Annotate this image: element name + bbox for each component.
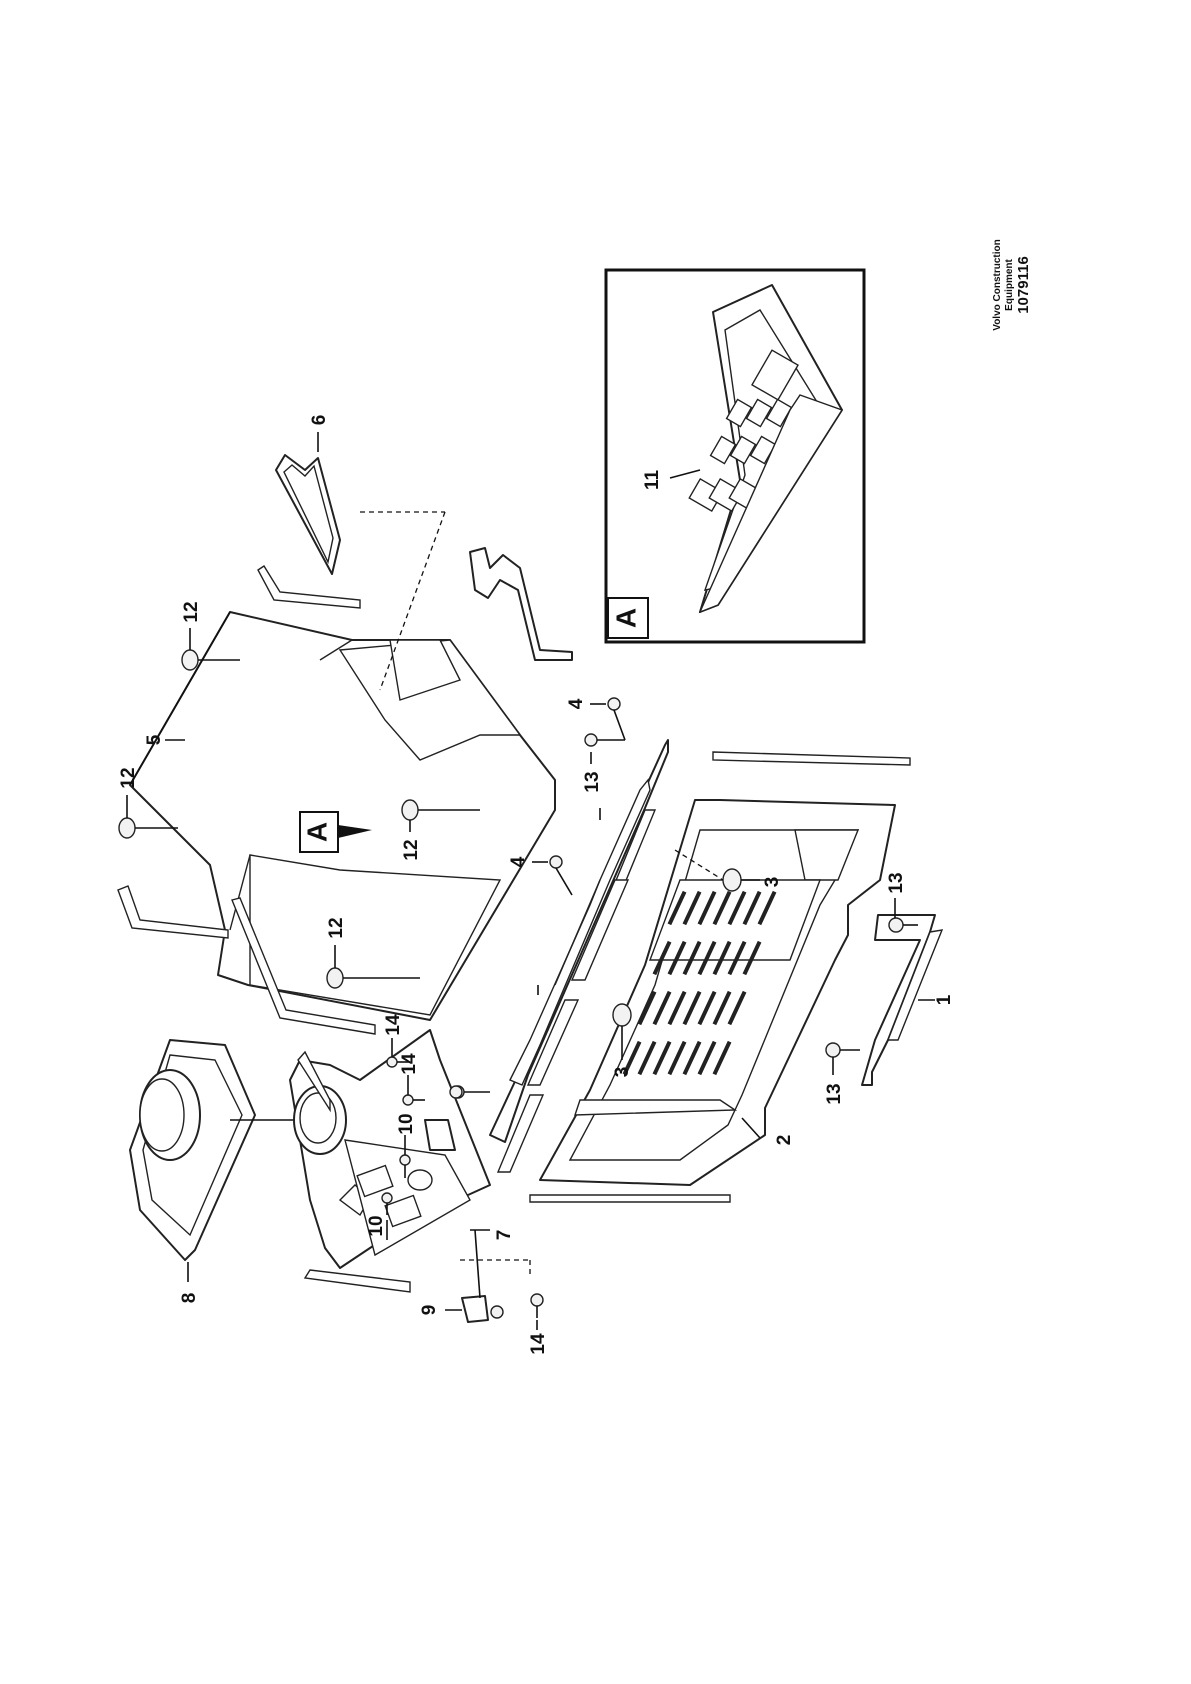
part-5-hood-panel	[129, 611, 556, 1021]
callout-2: 2	[774, 1135, 795, 1146]
part-11-tray	[688, 284, 844, 614]
part-12-buffers	[118, 649, 480, 989]
callout-12d: 12	[326, 917, 347, 938]
brand-division: Equipment	[1004, 259, 1015, 311]
callout-14c: 14	[528, 1333, 549, 1355]
shroud-seal-strips	[297, 1050, 411, 1293]
part-9-callout: 9	[419, 1305, 440, 1316]
part-8-callout: 8	[179, 1262, 200, 1303]
callout-14a: 14	[383, 1014, 404, 1036]
inset-marker-label: A	[610, 608, 641, 628]
brand-name: Volvo Construction	[992, 239, 1003, 330]
callout-12c: 12	[401, 839, 422, 860]
detail-inset-a: A 11	[604, 268, 866, 644]
part-1-13-callouts: 13 13 1	[824, 872, 955, 1104]
callout-3a: 3	[762, 877, 783, 888]
brand-credit: Volvo Construction Equipment 1079116	[992, 239, 1032, 330]
bar-strips	[496, 751, 911, 1203]
callout-10b: 10	[366, 1215, 387, 1236]
part-6-callout: 6	[309, 415, 330, 452]
part-12-callouts: 12 12 12 12	[118, 601, 422, 968]
callout-10a: 10	[396, 1113, 417, 1134]
part-3-callouts: 3 3	[612, 877, 783, 1078]
part-7-callout: 7	[470, 1229, 515, 1241]
callout-6: 6	[309, 415, 330, 426]
part-9-latch	[445, 1229, 504, 1323]
part-1-channel	[825, 914, 944, 1086]
callout-3b: 3	[612, 1067, 633, 1078]
callout-5: 5	[144, 734, 165, 745]
part-3-stops	[612, 849, 760, 1060]
callout-12b: 12	[118, 767, 139, 788]
rail-bracket	[489, 739, 669, 1143]
callout-13c: 13	[886, 872, 907, 893]
grille-slots	[622, 890, 777, 1076]
callout-11: 11	[642, 470, 663, 491]
callout-9: 9	[419, 1305, 440, 1316]
part-2-callout: 2	[741, 1117, 795, 1146]
callout-1: 1	[934, 994, 955, 1005]
part-5-callout: 5	[144, 734, 185, 745]
callout-7: 7	[494, 1230, 515, 1241]
detail-a-label: A	[301, 822, 332, 842]
callout-13d: 13	[824, 1083, 845, 1104]
callout-14b: 14	[399, 1053, 420, 1075]
part-8-flange-plate	[129, 1039, 310, 1261]
hood-seal-strips	[117, 565, 376, 1035]
part-7-shroud	[289, 1029, 531, 1275]
part-6-gasket	[275, 454, 446, 691]
inset-marker-box: A	[607, 597, 649, 639]
callout-12a: 12	[181, 601, 202, 622]
callout-4a: 4	[566, 698, 587, 709]
u-bracket	[469, 547, 573, 661]
drawing-number: 1079116	[1015, 256, 1032, 314]
detail-a-marker: A	[299, 811, 372, 853]
callout-4b: 4	[508, 856, 529, 867]
part-2-grille-panel	[539, 799, 896, 1186]
callout-8: 8	[179, 1293, 200, 1304]
shroud-callouts: 14 14 10 10 14	[366, 1014, 549, 1355]
callout-13a: 13	[582, 771, 603, 792]
shroud-fasteners	[381, 1056, 544, 1318]
